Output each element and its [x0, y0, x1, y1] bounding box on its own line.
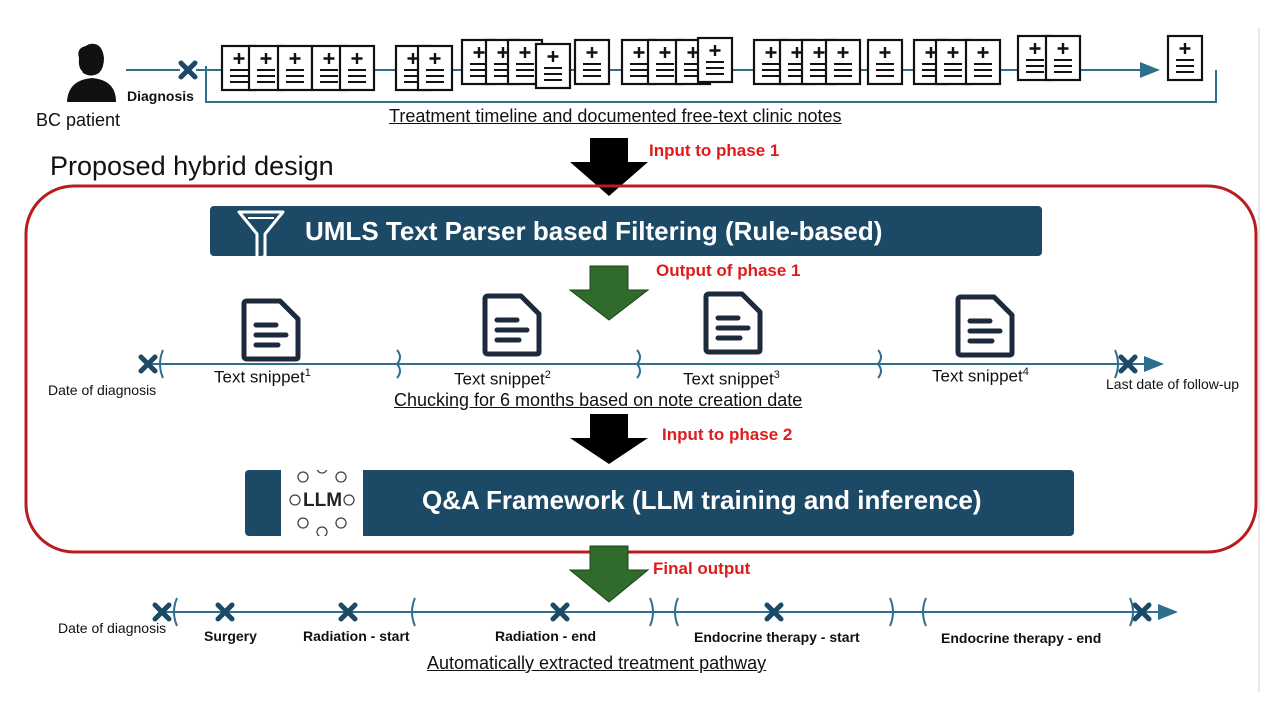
pathway-start-label: Date of diagnosis: [58, 620, 167, 636]
milestone-label: Radiation - start: [303, 628, 410, 644]
arrow-final-output: [568, 545, 650, 603]
phase2-title: Q&A Framework (LLM training and inferenc…: [422, 485, 982, 515]
patient-label: BC patient: [36, 110, 121, 130]
diagnosis-x-icon: [181, 63, 195, 77]
hybrid-design-frame: [24, 184, 1258, 554]
clinic-notes-icons: [220, 34, 1204, 92]
snippet-label: Text snippet2: [454, 369, 551, 389]
milestone-label: Surgery: [204, 628, 257, 644]
arrow-input-phase1: [570, 138, 648, 196]
snippet-doc-icon: [485, 296, 539, 354]
phase2-box: LLM Q&A Framework (LLM training and infe…: [245, 470, 1074, 536]
snippet-caption: Chucking for 6 months based on note crea…: [394, 390, 803, 410]
milestone-label: Endocrine therapy - start: [694, 629, 860, 645]
snippet-label: Text snippet1: [214, 367, 311, 387]
milestone-label: Radiation - end: [495, 628, 597, 644]
output-phase1-label: Output of phase 1: [656, 261, 801, 280]
snippet-label: Text snippet4: [932, 366, 1029, 386]
final-output-label: Final output: [653, 559, 751, 578]
snippet-end-label: Last date of follow-up: [1106, 376, 1240, 392]
timeline-caption: Treatment timeline and documented free-t…: [389, 106, 842, 126]
input-phase2-label: Input to phase 2: [662, 425, 793, 444]
funnel-icon: [237, 210, 285, 260]
snippet-doc-icon: [706, 294, 760, 352]
input-phase1-label: Input to phase 1: [649, 141, 780, 160]
pathway-caption: Automatically extracted treatment pathwa…: [427, 653, 767, 673]
milestone-label: Endocrine therapy - end: [941, 630, 1102, 646]
phase1-box: UMLS Text Parser based Filtering (Rule-b…: [210, 206, 1042, 260]
arrow-output-phase1: [568, 265, 650, 321]
snippet-start-label: Date of diagnosis: [48, 382, 157, 398]
snippet-label: Text snippet3: [683, 369, 780, 389]
patient-icon: [67, 43, 116, 102]
phase1-title: UMLS Text Parser based Filtering (Rule-b…: [305, 216, 883, 246]
diagnosis-label: Diagnosis: [127, 88, 194, 104]
llm-icon-label: LLM: [303, 490, 343, 511]
design-title: Proposed hybrid design: [50, 151, 334, 181]
arrow-input-phase2: [570, 414, 648, 464]
snippet-doc-icon: [244, 301, 298, 359]
snippet-doc-icon: [958, 297, 1012, 355]
llm-icon: LLM: [281, 470, 363, 536]
